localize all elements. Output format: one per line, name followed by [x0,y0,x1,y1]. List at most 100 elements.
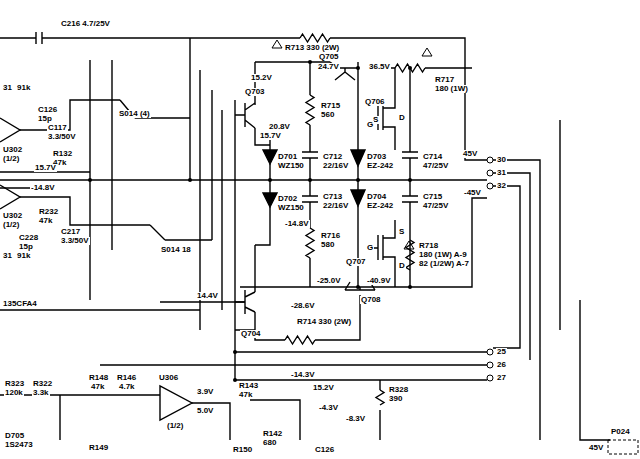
warning-triangle [404,241,414,249]
component-label: WZ150 [277,162,305,170]
component-label: 120k [4,389,24,397]
voltage-label: 3.3/50V [47,133,77,141]
component-label: 180 (1W) A-9 [418,251,468,259]
component-label: 27 [496,374,507,382]
wire [240,198,487,287]
voltage-label: 47/25V [422,202,449,210]
component-label: R714 330 (2W) [296,318,352,326]
component-label: 32 [496,182,507,190]
component-label: C713 [322,193,343,201]
resistor-symbol [300,34,330,42]
junction-dot [233,378,237,382]
component-label: R717 [434,76,455,84]
wire [160,386,192,420]
connector-box [608,440,638,454]
wire [0,179,487,180]
voltage-label: 15.2V [312,384,335,392]
resistor-symbol [285,34,425,405]
component-label: D705 [4,432,25,440]
resistor-symbol [376,390,384,405]
voltage-label: -40.9V [366,277,392,285]
voltage-label: 15.7V [34,164,57,172]
resistor-symbol [395,64,425,72]
wire [0,38,487,160]
component-label: 25 [496,348,507,356]
zener-diode-symbol [351,150,365,206]
voltage-label: -8.3V [345,415,366,423]
component-label: D [398,262,406,270]
component-label: 135CFA4 [2,300,38,308]
resistor-symbol [306,228,314,258]
wire [20,100,150,225]
component-label: C712 [322,153,343,161]
wire [255,295,360,340]
component-label: 4.7k [118,383,136,391]
component-label: R713 330 (2W) [284,44,340,52]
component-label: G [366,121,374,129]
component-label: 91k [16,84,31,92]
voltage-label: 5.0V [196,407,214,415]
junction-dot [356,285,360,289]
component-label: S [398,228,405,236]
voltage-label: 20.8V [268,123,291,131]
component-label: R328 [388,386,409,394]
wire [255,62,472,68]
connector-pin [487,157,493,163]
junction-dot [268,178,272,182]
connector-pin [487,183,493,189]
component-label: 15p [18,243,34,251]
voltage-label: 24.7V [317,63,340,71]
junction-dot [408,285,412,289]
voltage-label: 15.7V [259,132,282,140]
wire [234,100,235,380]
component-label: C228 [18,234,39,242]
voltage-label: -14.3V [290,371,316,379]
junction-dot [308,60,312,64]
voltage-label: 47/25V [422,162,449,170]
component-label: WZ150 [277,204,305,212]
component-label: D703 [366,153,387,161]
component-label: C126 [37,106,58,114]
component-label: 560 [320,111,335,119]
component-label: 180 (1W) [434,85,469,93]
component-label: D [398,114,406,122]
capacitor-symbol [302,152,318,202]
component-label: 26 [496,361,507,369]
voltage-label: -14.8V [284,220,310,228]
junction-dot [356,66,360,70]
zener-diode-symbol [263,150,365,207]
component-label: S014 18 [160,246,192,254]
component-label: 82 (1/2W) A-7 [418,260,470,268]
voltage-label: -45V [463,189,482,197]
connector-pin [487,170,493,176]
component-label: S014 (4) [118,110,151,118]
wire [0,380,380,440]
voltage-label: 22/16V [322,202,349,210]
part-name: Q704 [240,330,262,338]
junction-dot [356,178,360,182]
component-label: 680 [262,439,277,447]
component-label: R132 [52,150,73,158]
transistor-symbol [235,290,255,314]
voltage-label: 3.9V [196,388,214,396]
transistor-symbol [372,68,395,150]
warning-triangle [272,40,282,48]
component-label: R322 [32,380,53,388]
warning-triangle [272,40,432,249]
transistor-symbol [235,103,255,128]
component-label: R716 [320,232,341,240]
connector-pin [487,349,493,355]
part-name: Q705 [318,53,340,61]
component-label: R142 [262,430,283,438]
component-label: 47k [238,391,253,399]
component-label: R150 [232,446,253,454]
component-label: 31 [2,84,13,92]
voltage-label: 45V [462,150,478,158]
voltage-label: 3.3/50V [60,237,90,245]
part-name: Q707 [345,258,367,266]
part-name: U302 [2,146,23,154]
voltage-label: 15.2V [250,74,273,82]
component-label: G [366,244,374,252]
voltage-label: -14.8V [30,184,56,192]
voltage-label: -28.6V [290,302,316,310]
